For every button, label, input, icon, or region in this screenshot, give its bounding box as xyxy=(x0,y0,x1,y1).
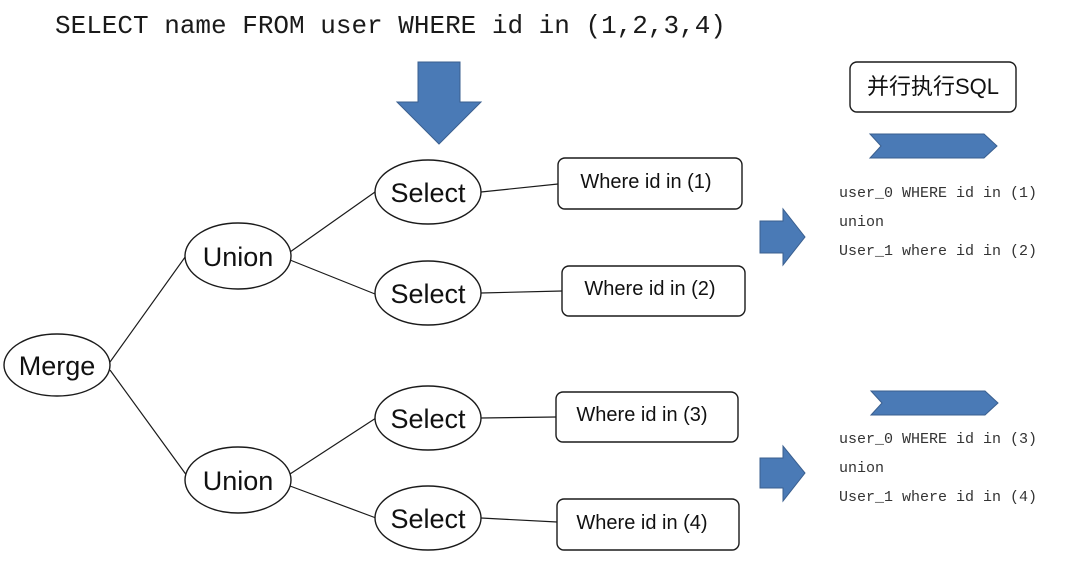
condition-3-label: Where id in (3) xyxy=(576,404,707,426)
edge-union-top-select-1 xyxy=(289,191,376,253)
edge-select-4-cond-4 xyxy=(480,517,558,523)
condition-2-label: Where id in (2) xyxy=(584,278,715,300)
chevron-banner-bottom-icon xyxy=(869,390,999,416)
down-arrow-icon xyxy=(395,61,483,145)
parallel-sql-label: 并行执行SQL xyxy=(867,74,999,99)
parallel-sql-box: 并行执行SQL xyxy=(849,61,1017,113)
select-node-1: Select xyxy=(374,159,482,225)
edge-merge-union-bottom xyxy=(109,369,191,481)
edge-select-1-cond-1 xyxy=(480,183,559,193)
sql-top-line-1: user_0 WHERE id in (1) xyxy=(839,185,1037,202)
union-bottom-label: Union xyxy=(203,466,274,496)
edge-select-3-cond-3 xyxy=(480,416,557,419)
select-1-label: Select xyxy=(390,178,466,208)
select-4-label: Select xyxy=(390,504,466,534)
select-node-4: Select xyxy=(374,485,482,551)
condition-1-label: Where id in (1) xyxy=(580,171,711,193)
condition-box-2: Where id in (2) xyxy=(561,265,746,317)
chevron-banner-top-icon xyxy=(868,133,998,159)
edge-merge-union-top xyxy=(109,252,189,363)
select-node-2: Select xyxy=(374,260,482,326)
edge-union-bottom-select-4 xyxy=(289,485,377,519)
select-node-3: Select xyxy=(374,385,482,451)
right-arrow-top-icon xyxy=(759,207,806,267)
condition-box-1: Where id in (1) xyxy=(557,157,743,210)
condition-box-3: Where id in (3) xyxy=(555,391,739,443)
merge-node: Merge xyxy=(3,333,111,397)
sql-top-line-3: User_1 where id in (2) xyxy=(839,243,1037,260)
merge-label: Merge xyxy=(19,351,96,381)
condition-box-4: Where id in (4) xyxy=(556,498,740,551)
select-2-label: Select xyxy=(390,279,466,309)
edge-select-2-cond-2 xyxy=(480,290,563,294)
right-arrow-bottom-icon xyxy=(759,444,806,503)
sql-bottom-line-2: union xyxy=(839,460,884,477)
edge-union-bottom-select-3 xyxy=(289,417,377,475)
sql-block-bottom: user_0 WHERE id in (3) union User_1 wher… xyxy=(839,431,1037,506)
sql-top-line-2: union xyxy=(839,214,884,231)
edge-union-top-select-2 xyxy=(289,259,376,295)
sql-bottom-line-1: user_0 WHERE id in (3) xyxy=(839,431,1037,448)
sql-block-top: user_0 WHERE id in (1) union User_1 wher… xyxy=(839,185,1037,260)
union-node-top: Union xyxy=(184,222,292,290)
select-3-label: Select xyxy=(390,404,466,434)
query-title: SELECT name FROM user WHERE id in (1,2,3… xyxy=(55,11,726,41)
union-node-bottom: Union xyxy=(184,446,292,514)
sql-bottom-line-3: User_1 where id in (4) xyxy=(839,489,1037,506)
union-top-label: Union xyxy=(203,242,274,272)
condition-4-label: Where id in (4) xyxy=(576,512,707,534)
